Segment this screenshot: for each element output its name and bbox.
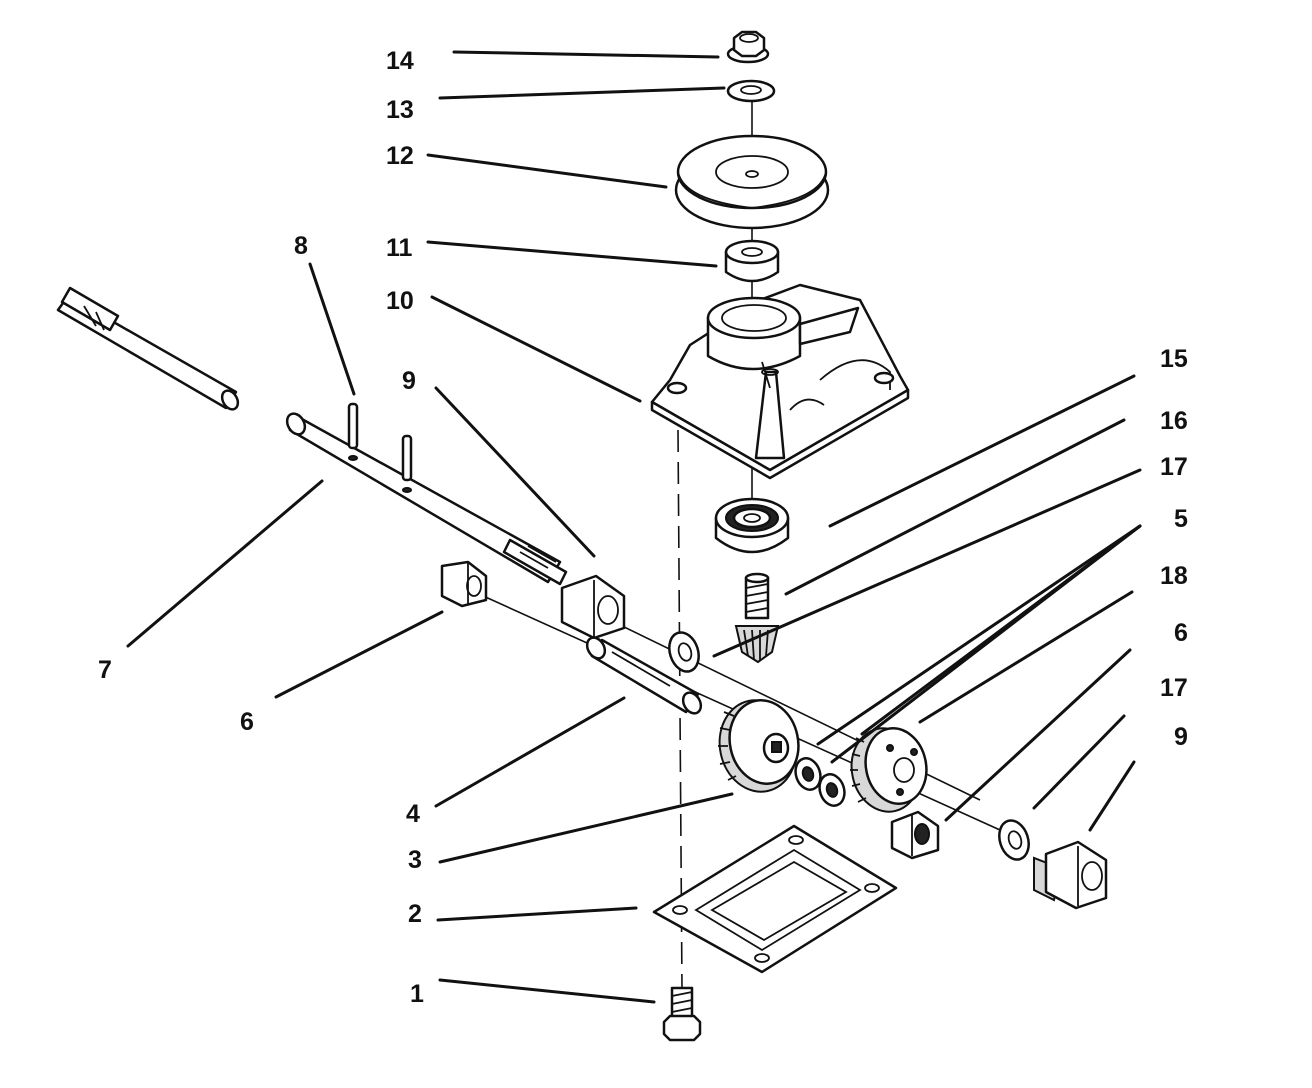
callout-3: 3	[408, 846, 422, 874]
leader-3	[438, 792, 734, 864]
leader-9-lower	[1088, 760, 1136, 832]
callout-labels: 14 13 12 11 10 8 9 7 6 4 3 2 1 15 16 17 …	[98, 47, 1188, 1008]
part-8-roll-pins	[347, 402, 413, 493]
callout-14: 14	[386, 47, 414, 75]
callout-16: 16	[1160, 407, 1188, 435]
leader-2	[436, 906, 638, 922]
callout-18: 18	[1160, 562, 1188, 590]
part-17-washer-upper	[668, 631, 700, 673]
part-7-axle	[285, 412, 568, 586]
part-11-spacer	[724, 239, 780, 283]
leader-5a	[816, 524, 1142, 746]
part-6-bushing-left	[440, 560, 488, 608]
leader-11	[426, 240, 718, 268]
part-12-pulley	[674, 134, 830, 230]
callout-17-upper: 17	[1160, 453, 1188, 481]
part-6-bushing-right	[890, 810, 940, 860]
callout-6-left: 6	[240, 708, 254, 736]
callout-12: 12	[386, 142, 414, 170]
leader-13	[438, 86, 726, 100]
leader-7	[126, 479, 324, 648]
callout-15: 15	[1160, 345, 1188, 373]
callout-11: 11	[386, 234, 413, 262]
callout-4: 4	[406, 800, 420, 828]
callout-13: 13	[386, 96, 414, 124]
callout-1: 1	[410, 980, 424, 1008]
part-13-washer	[726, 79, 776, 103]
callout-9-upper: 9	[402, 367, 416, 395]
part-16-pinion-gear	[734, 572, 780, 664]
leader-15	[828, 374, 1136, 528]
leader-6-right	[944, 648, 1132, 822]
leader-17-lower	[1032, 714, 1126, 810]
callout-2: 2	[408, 900, 422, 928]
leader-18	[918, 590, 1134, 724]
leader-1	[438, 978, 656, 1004]
leader-4	[434, 696, 626, 808]
part-5-washers	[794, 757, 846, 807]
part-18-gear	[850, 727, 928, 813]
part-10-gear-housing	[650, 283, 910, 480]
leader-17-upper	[712, 468, 1142, 658]
part-17-washer-lower	[998, 819, 1030, 861]
callout-9-lower: 9	[1174, 723, 1188, 751]
leader-8	[308, 262, 356, 396]
leader-16	[784, 418, 1126, 596]
leader-10	[430, 295, 642, 403]
leader-6-left	[274, 610, 444, 699]
leader-9-upper	[434, 386, 596, 558]
callout-6-right: 6	[1174, 619, 1188, 647]
part-4-drive-shaft	[585, 636, 703, 715]
leader-lines	[126, 50, 1142, 1004]
shaft-segment-upper-left	[56, 286, 240, 411]
leader-14	[452, 50, 720, 59]
part-9-bushing-lower	[1033, 840, 1108, 910]
callout-7: 7	[98, 656, 112, 684]
leader-12	[426, 153, 668, 189]
part-15-bearing	[714, 497, 790, 554]
part-1-bolt	[662, 986, 702, 1042]
callout-8: 8	[294, 232, 308, 260]
part-9-bushing-upper	[560, 574, 626, 640]
callout-5: 5	[1174, 505, 1188, 533]
callout-17-lower: 17	[1160, 674, 1188, 702]
part-2-cover-plate	[652, 824, 898, 974]
callout-10: 10	[386, 287, 414, 315]
leader-5c	[860, 524, 1142, 736]
part-14-flange-nut	[726, 30, 770, 64]
part-3-spur-gear	[718, 699, 800, 793]
